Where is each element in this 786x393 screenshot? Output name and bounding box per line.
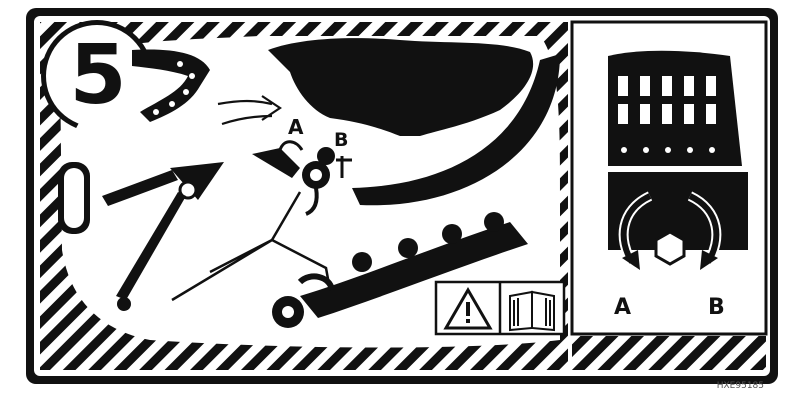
label-a-right: A: [614, 297, 631, 319]
part-code: HXE95185: [717, 382, 764, 391]
label-b-right: B: [708, 297, 725, 319]
label-a-left: A: [288, 117, 303, 137]
hex-nut-icon: [656, 232, 684, 264]
label-b-left: B: [334, 131, 348, 150]
step-number: 5: [46, 24, 150, 128]
